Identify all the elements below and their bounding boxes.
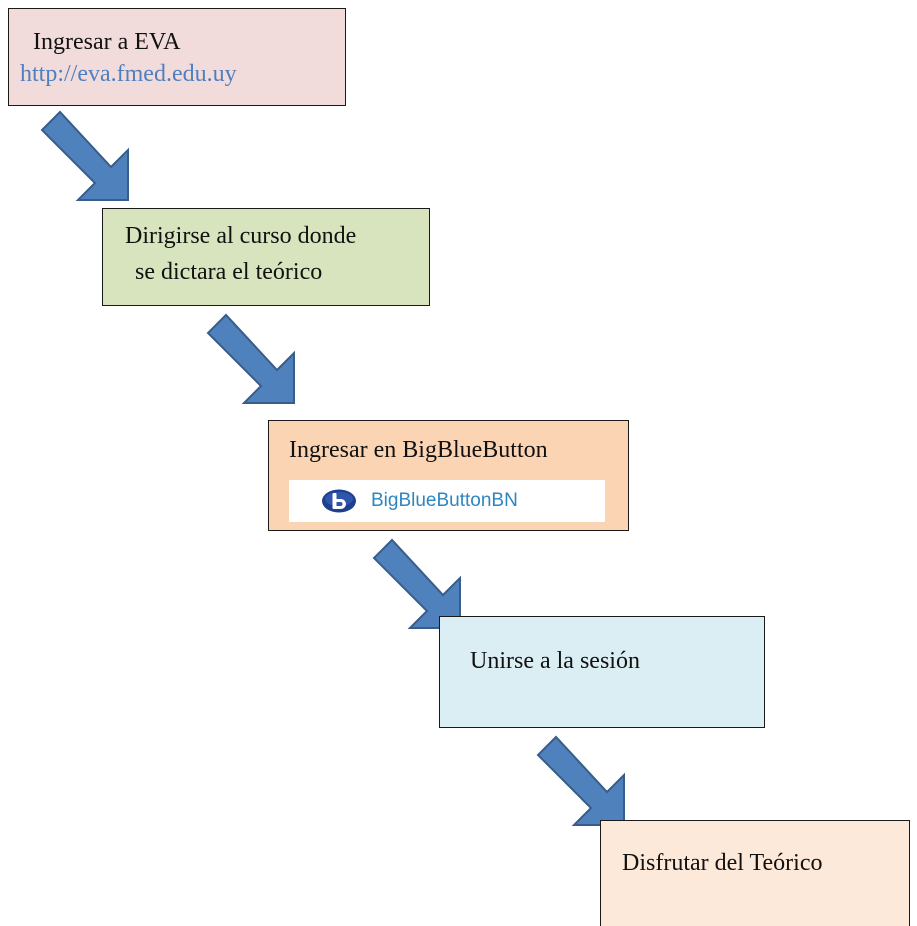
down-right-arrow-icon [40,110,129,201]
down-right-arrow-icon [372,538,461,629]
step-4-box: Unirse a la sesión [439,616,765,728]
step-2-line-1: Dirigirse al curso donde [125,223,357,249]
step-1-box: Ingresar a EVA http://eva.fmed.edu.uy [8,8,346,106]
step-1-title: Ingresar a EVA [33,29,181,55]
eva-link[interactable]: http://eva.fmed.edu.uy [20,61,237,87]
down-right-arrow-icon [206,313,295,404]
step-3-title: Ingresar en BigBlueButton [289,437,548,463]
down-right-arrow-icon [536,735,625,826]
bigbluebutton-logo-icon [321,489,357,513]
step-5-box: Disfrutar del Teórico [600,820,910,926]
step-3-box: Ingresar en BigBlueButton BigBlueButtonB… [268,420,629,531]
step-2-box: Dirigirse al curso donde se dictara el t… [102,208,430,306]
step-5-title: Disfrutar del Teórico [622,850,823,876]
bigbluebutton-logo-text: BigBlueButtonBN [371,490,518,512]
bigbluebutton-logo-banner[interactable]: BigBlueButtonBN [289,480,605,522]
step-2-line-2: se dictara el teórico [135,259,323,285]
step-4-title: Unirse a la sesión [470,648,640,674]
